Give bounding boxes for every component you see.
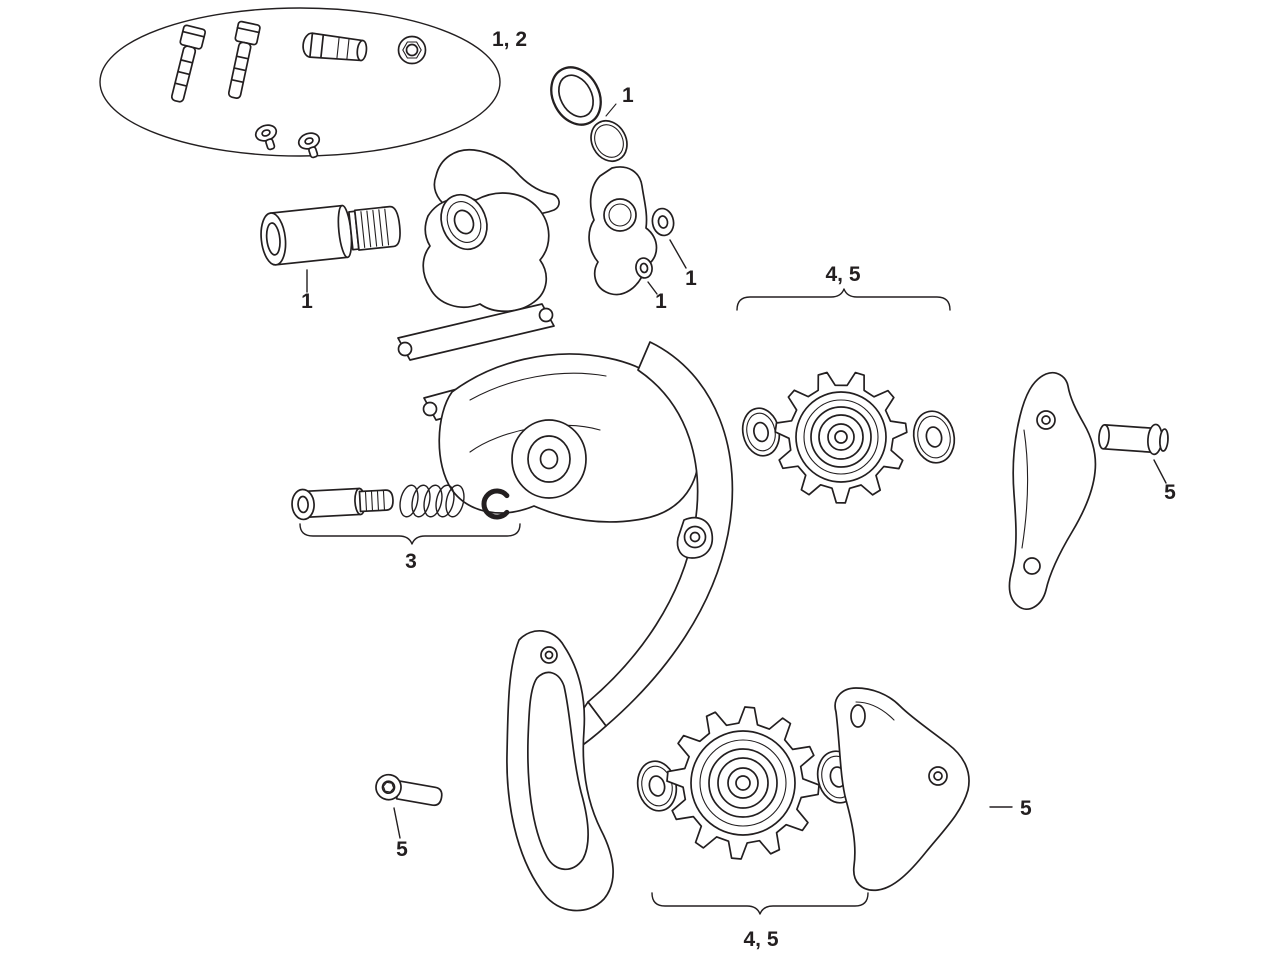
pulley-washer-icon	[636, 760, 678, 812]
cage-plate-slot	[527, 671, 589, 871]
callout-lower-45: 4, 5	[743, 928, 778, 951]
limit-screw-icon	[254, 124, 278, 151]
callout-inner-bolt-5: 5	[396, 838, 408, 861]
callout-bolt-5: 5	[1164, 481, 1176, 504]
cage-plate-outer-lower	[834, 687, 970, 892]
bracket-upper-45	[736, 288, 951, 311]
spring-kit-group: 3	[291, 484, 521, 573]
upper-pulley-group: 4, 5	[736, 263, 956, 504]
outer-plate-lower-group: 5	[834, 687, 1032, 892]
lower-pulley-group: 4, 5	[636, 706, 869, 951]
o-ring-icon	[550, 66, 602, 126]
callout-seal-rings: 1	[622, 84, 634, 107]
bracket-3	[299, 523, 521, 545]
b-bolt-group: 1	[260, 204, 401, 313]
callout-plate-5: 5	[1020, 797, 1032, 820]
pivot-bolt-icon	[291, 487, 394, 521]
upper-pulley-icon	[774, 371, 908, 504]
cage-bolt-icon	[1098, 423, 1169, 456]
bracket-lower-45	[651, 892, 869, 915]
limit-screw-icon	[297, 132, 321, 159]
cage-plate-outer-upper	[1008, 371, 1097, 610]
callout-washer-outer: 1	[685, 267, 697, 290]
callout-washer-inner: 1	[655, 290, 667, 313]
socket-bolt-icon	[375, 773, 443, 807]
callout-3: 3	[405, 550, 417, 573]
hanger-group: 1 1	[588, 166, 697, 313]
outer-plate-group: 5	[1008, 371, 1176, 610]
fastener-kit-group: 1, 2	[99, 7, 527, 159]
barrel-bolt-icon	[302, 32, 368, 62]
washer-icon	[635, 257, 653, 279]
knuckle-bore	[440, 193, 488, 251]
pulley-washer-icon	[912, 410, 956, 464]
coil-spring-icon	[399, 484, 465, 518]
washer-icon	[651, 207, 675, 237]
derailleur-body	[397, 148, 734, 912]
adjuster-nut-icon	[397, 35, 427, 65]
lower-pulley-icon	[666, 706, 820, 860]
callout-1-2: 1, 2	[492, 28, 527, 51]
snap-ring-icon	[590, 119, 628, 163]
link-plate	[397, 303, 555, 361]
mount-bolt-icon	[227, 20, 261, 99]
kit-ellipse	[99, 7, 501, 157]
inner-plate-bolt-group: 5	[375, 773, 443, 861]
seal-rings-group: 1	[550, 66, 634, 163]
b-bolt-icon	[260, 204, 401, 266]
callout-upper-45: 4, 5	[825, 263, 860, 286]
callout-b-bolt: 1	[301, 290, 313, 313]
mount-bolt-icon	[170, 24, 207, 103]
c-clip-icon	[481, 488, 510, 520]
